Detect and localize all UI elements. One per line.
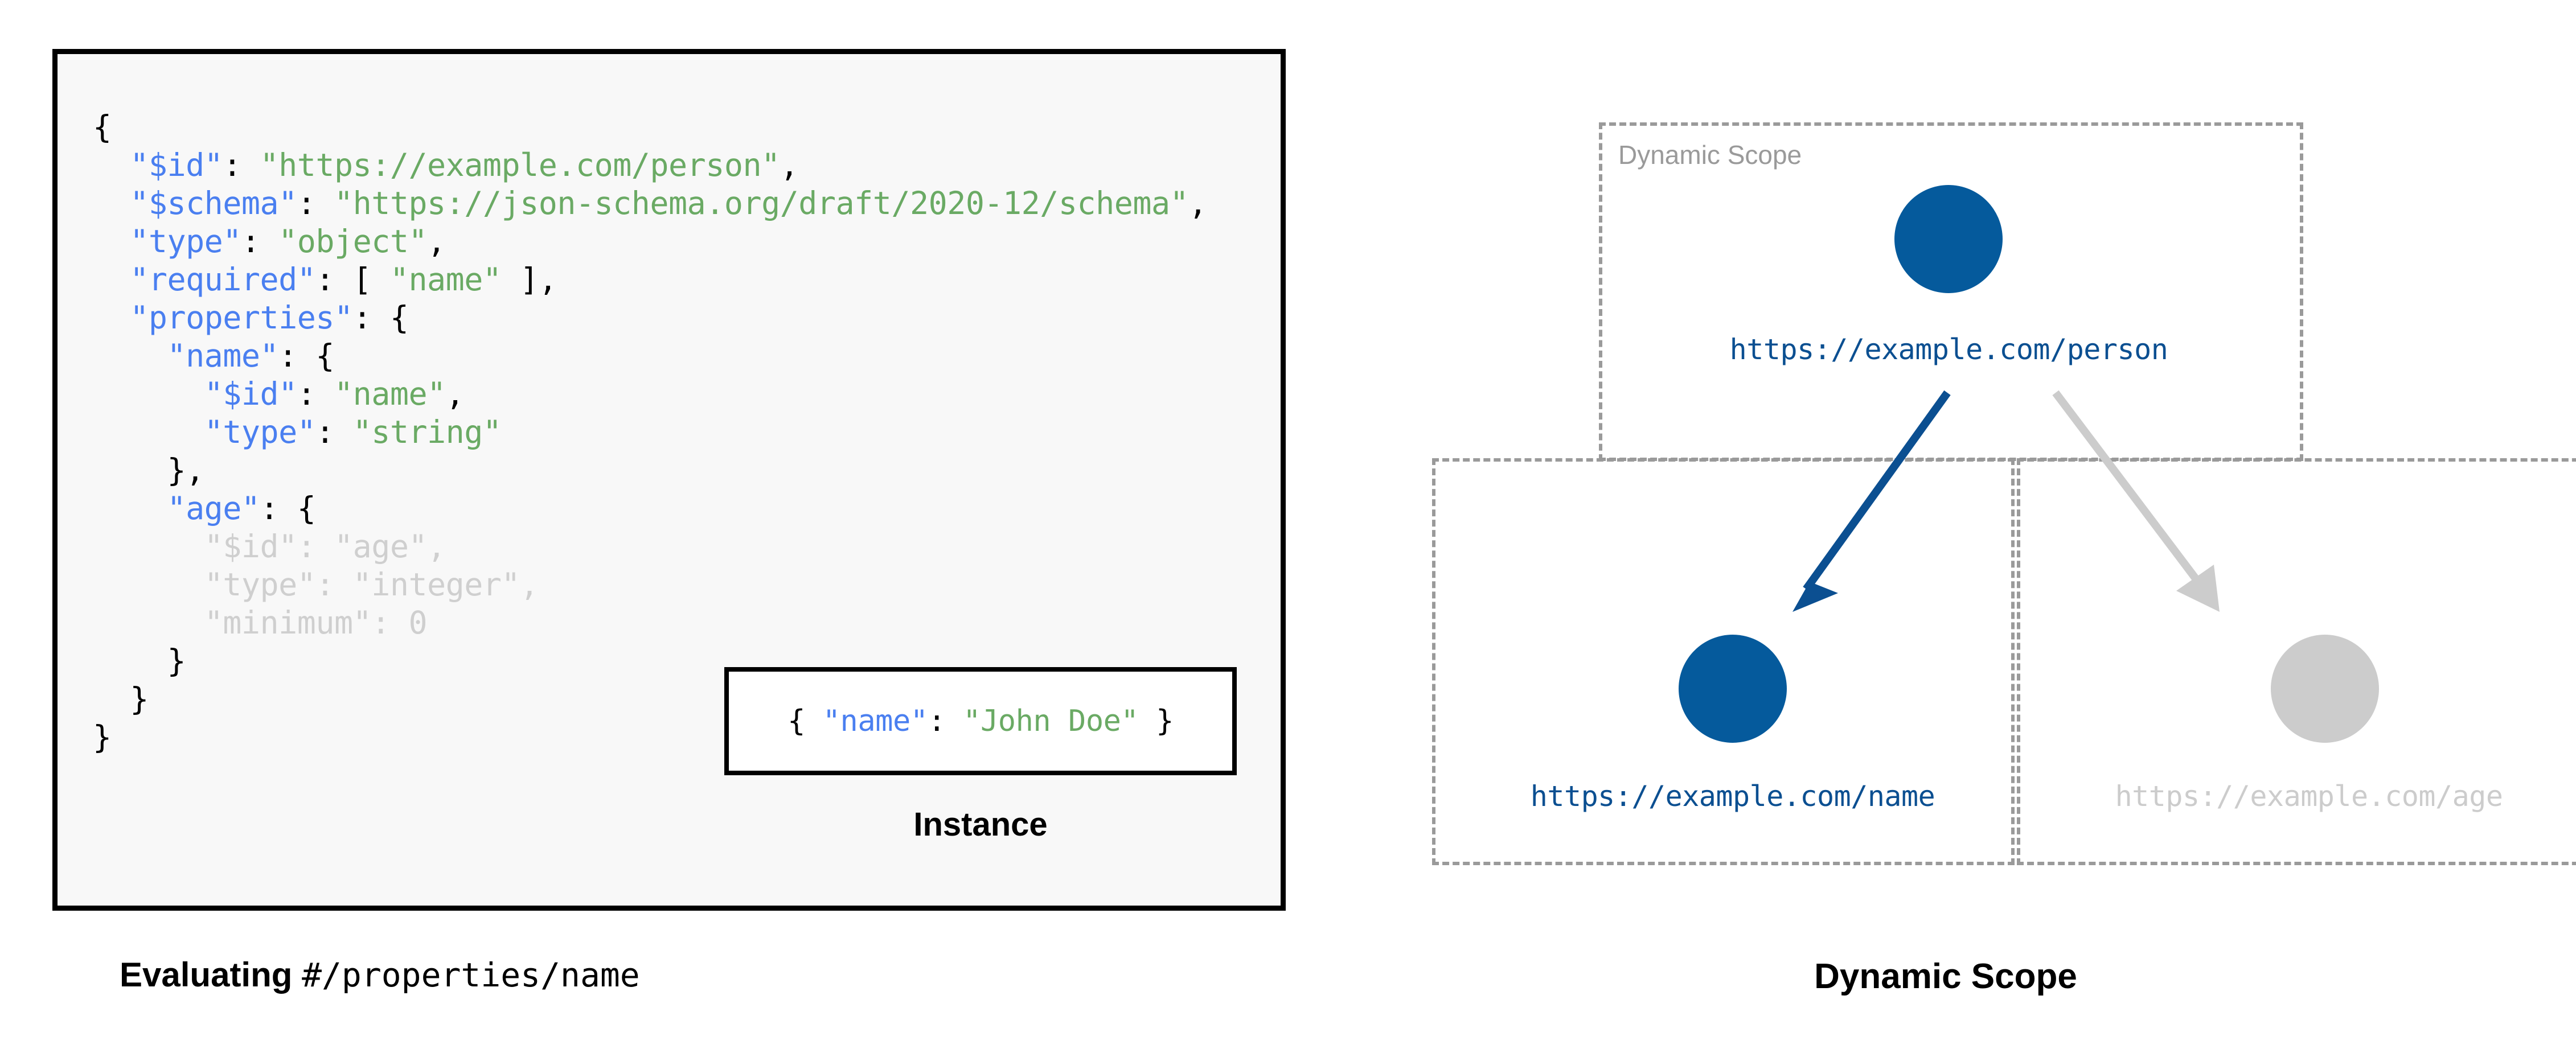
schema-token: : [297,376,334,412]
schema-panel: { "$id": "https://example.com/person", "… [52,49,1286,994]
instance-code-text: { "name": "John Doe" } [787,704,1174,738]
schema-code-line: }, [93,451,1207,490]
schema-token: "type" [204,414,316,450]
schema-token: : { [352,299,409,336]
schema-token: , [1188,185,1207,221]
schema-token: 0 [408,604,428,641]
instance-token: } [1138,704,1174,738]
schema-code-line: } [93,642,1207,680]
node-label-age: https://example.com/age [2115,780,2503,813]
scope-box-label: Dynamic Scope [1618,140,1802,170]
schema-code-text: { "$id": "https://example.com/person", "… [93,108,1207,756]
instance-token: "name" [822,704,928,738]
schema-token: "integer" [352,566,520,603]
schema-token: : [315,414,353,450]
schema-token: : [315,566,353,603]
node-circle-name [1679,635,1787,743]
dynamic-scope-caption: Dynamic Scope [1814,957,2077,996]
evaluating-caption-bold: Evaluating [120,956,302,994]
node-label-person: https://example.com/person [1729,333,2168,366]
schema-code-line: "name": { [93,337,1207,375]
schema-token: "type" [204,566,316,603]
schema-token: : [371,604,409,641]
node-label-name: https://example.com/name [1530,780,1935,813]
schema-code-line: } [93,718,1207,756]
schema-code-line: "age": { [93,490,1207,528]
schema-token: "name" [389,261,502,298]
schema-token: , [427,528,446,565]
schema-token: : { [278,338,334,374]
schema-token: "$schema" [130,185,297,221]
schema-token: "$id" [130,147,223,183]
dynamic-scope-panel: Dynamic Scope https://example.com/person… [1315,0,2576,1053]
schema-token: { [93,109,112,145]
schema-code-line: "type": "integer", [93,566,1207,604]
schema-token: , [520,566,539,603]
schema-token: "type" [130,223,241,260]
schema-token: "properties" [130,299,353,336]
schema-token: } [167,643,186,679]
schema-token: : { [260,490,316,526]
schema-token: : [241,223,279,260]
schema-token: "age" [167,490,260,526]
schema-token: "$id" [204,376,298,412]
schema-token: , [445,376,465,412]
evaluating-caption: Evaluating #/properties/name [120,955,640,994]
instance-caption: Instance [913,806,1048,843]
schema-token: "string" [352,414,502,450]
schema-token: }, [167,452,204,488]
schema-code-line: "required": [ "name" ], [93,261,1207,299]
schema-token: "minimum" [204,604,372,641]
scope-box-age [2017,458,2576,865]
schema-token: "$id" [204,528,298,565]
schema-token: : [ [315,261,390,298]
evaluating-caption-pointer: #/properties/name [302,956,640,994]
instance-box: { "name": "John Doe" } [724,667,1237,775]
schema-code-line: "$schema": "https://json-schema.org/draf… [93,184,1207,223]
schema-token: } [93,719,112,755]
schema-code-line: "type": "object", [93,223,1207,261]
instance-token: : [928,704,963,738]
schema-token: "object" [278,223,428,260]
schema-code-line: "properties": { [93,299,1207,337]
schema-code-line: "$id": "age", [93,528,1207,566]
schema-token: ], [501,261,557,298]
schema-token: : [297,185,334,221]
node-circle-age [2271,635,2379,743]
schema-token: "https://json-schema.org/draft/2020-12/s… [334,185,1189,221]
schema-code-line: { [93,108,1207,146]
schema-code-line: "$id": "name", [93,375,1207,413]
schema-token: "name" [167,338,279,374]
scope-box-name [1432,458,2015,865]
schema-token: "https://example.com/person" [260,147,781,183]
instance-token: { [787,704,823,738]
schema-token: , [427,223,446,260]
schema-code-line: "$id": "https://example.com/person", [93,146,1207,184]
instance-token: "John Doe" [963,704,1139,738]
schema-code-box: { "$id": "https://example.com/person", "… [52,49,1286,911]
schema-token: , [780,147,799,183]
schema-code-line: "minimum": 0 [93,604,1207,642]
schema-token: : [223,147,260,183]
schema-token: : [297,528,334,565]
schema-code-line: } [93,680,1207,718]
schema-token: } [130,681,149,717]
schema-token: "name" [334,376,446,412]
schema-token: "required" [130,261,316,298]
schema-code-line: "type": "string" [93,413,1207,451]
node-circle-person [1894,185,2003,293]
schema-token: "age" [334,528,428,565]
